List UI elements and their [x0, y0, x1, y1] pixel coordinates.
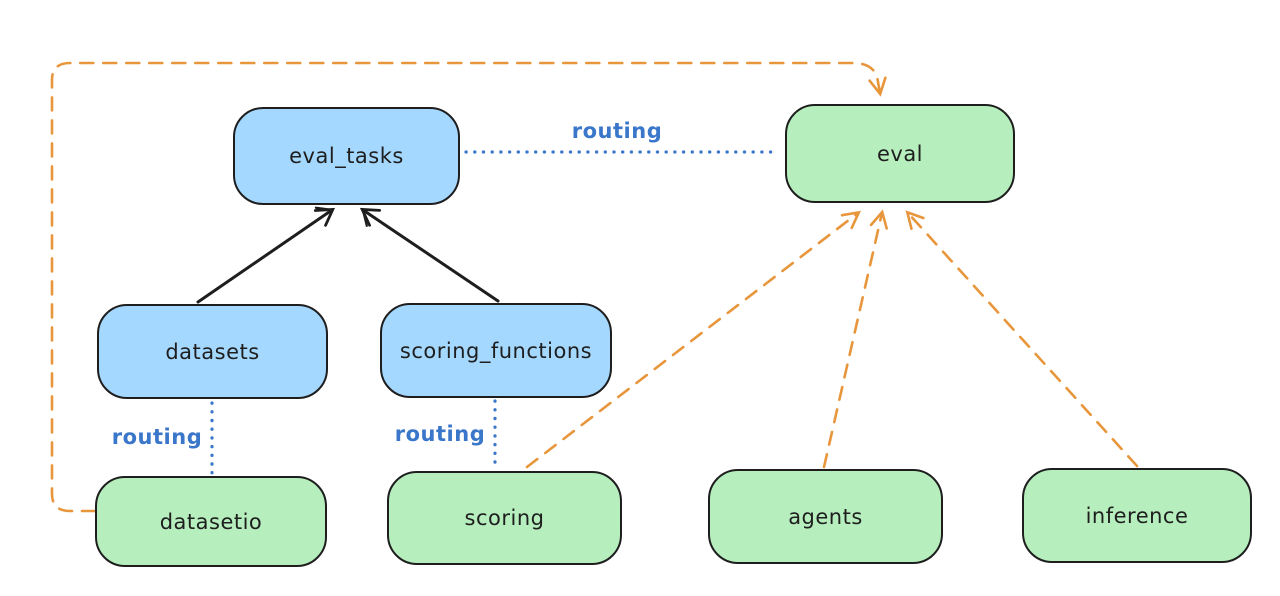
edge-label-routing-top: routing	[571, 119, 663, 143]
edge-label-routing-scoring: routing	[394, 422, 486, 446]
node-datasetio-label: datasetio	[159, 509, 263, 534]
node-datasetio: datasetio	[95, 476, 327, 567]
edge-datasetio-to-eval	[50, 61, 887, 513]
node-agents: agents	[708, 469, 943, 564]
node-scoring-functions-label: scoring_functions	[399, 338, 593, 363]
node-eval: eval	[785, 104, 1015, 203]
node-scoring: scoring	[387, 471, 622, 565]
node-eval-tasks: eval_tasks	[233, 107, 460, 205]
node-datasets: datasets	[97, 304, 328, 399]
node-inference-label: inference	[1085, 503, 1189, 528]
node-eval-label: eval	[876, 141, 924, 166]
edge-datasets-to-eval-tasks	[196, 206, 336, 304]
edge-inference-to-eval	[905, 210, 1139, 468]
node-scoring-functions: scoring_functions	[380, 303, 612, 398]
edge-scoring-functions-to-eval-tasks	[359, 207, 500, 303]
node-eval-tasks-label: eval_tasks	[289, 144, 404, 168]
node-scoring-label: scoring	[464, 506, 545, 530]
node-inference: inference	[1022, 468, 1252, 563]
edge-scoring-to-eval	[525, 210, 861, 469]
node-agents-label: agents	[788, 504, 863, 529]
edge-label-routing-datasets: routing	[111, 425, 203, 449]
edge-agents-to-eval	[822, 209, 888, 469]
node-datasets-label: datasets	[165, 339, 260, 364]
